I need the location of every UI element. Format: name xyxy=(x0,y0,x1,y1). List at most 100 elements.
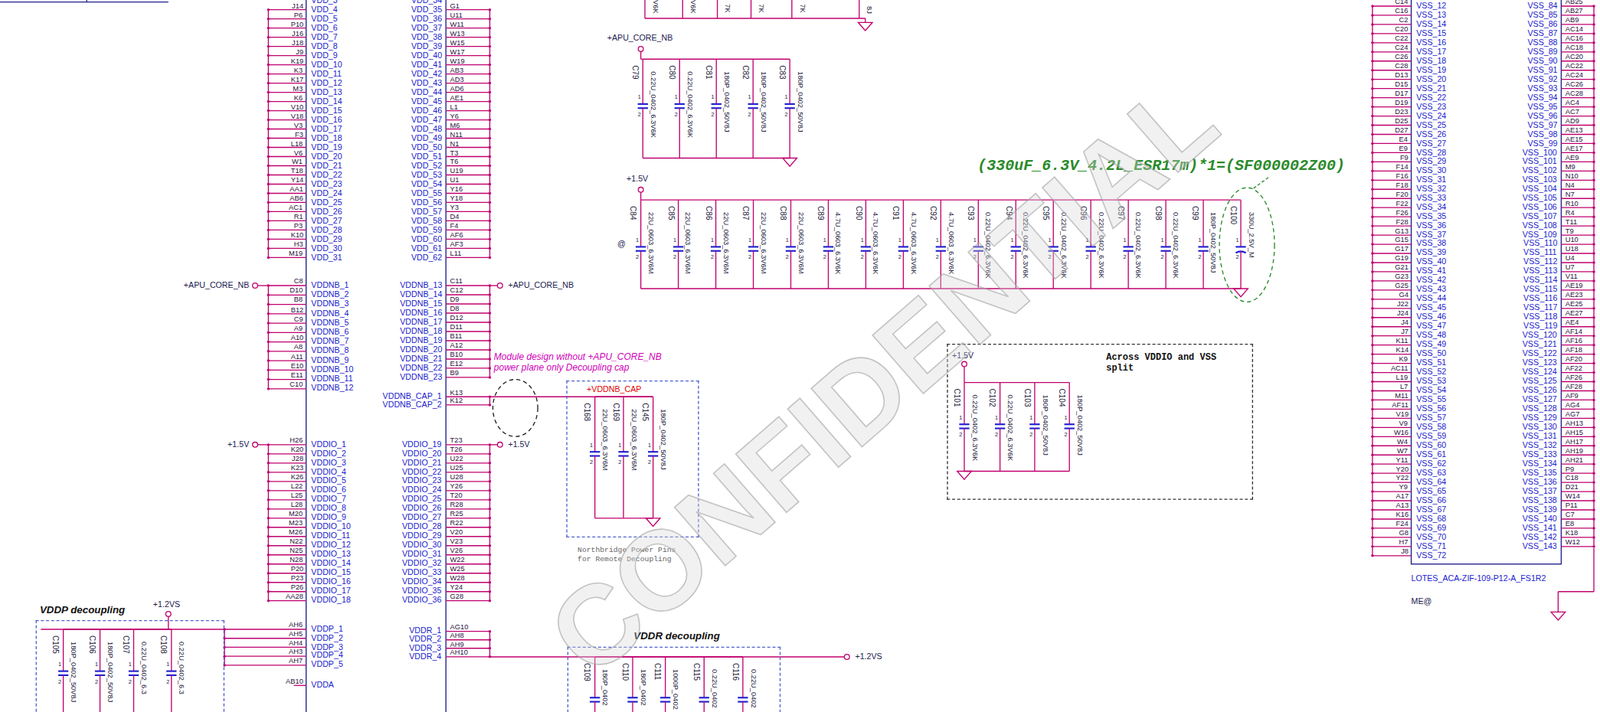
pin-name: VSS_111 xyxy=(1523,249,1557,259)
region-title: Across VDDIO and VSS split xyxy=(1105,353,1224,375)
pin-name: VDDNB_18 xyxy=(399,327,442,337)
pin-line xyxy=(1372,179,1412,181)
pin-number: E8 xyxy=(1565,520,1574,527)
pin-number: P26 xyxy=(291,583,305,591)
pin-name: VDD_26 xyxy=(310,207,342,216)
pin-line xyxy=(445,517,490,519)
cap-pin: 2 xyxy=(58,679,62,685)
pin-name: VSS_28 xyxy=(1416,148,1447,158)
pin-name: VDDIO_2 xyxy=(310,450,347,459)
pin-line xyxy=(1372,234,1412,236)
pin-number: B11 xyxy=(450,332,463,340)
pin-line xyxy=(445,303,490,305)
pin-number: M20 xyxy=(288,510,303,517)
pin-line xyxy=(268,572,306,574)
pin-number: T9 xyxy=(1565,226,1574,234)
pin-number: A11 xyxy=(291,352,304,360)
pin-line xyxy=(1560,472,1594,474)
pin-number: F20 xyxy=(1396,190,1409,198)
pin-line xyxy=(268,471,306,473)
pin-name: VDDIO_32 xyxy=(402,559,442,569)
pin-name: VSS_27 xyxy=(1416,139,1447,148)
pin-name: VSS_62 xyxy=(1416,460,1447,469)
cap-value: 1000P_0402 xyxy=(671,669,679,711)
cap-pin: 2 xyxy=(748,112,752,118)
pin-name: VSS_131 xyxy=(1522,432,1558,442)
pin-line xyxy=(1372,5,1412,7)
pin-line xyxy=(445,64,490,66)
pin-line xyxy=(1560,363,1594,364)
cap-lead xyxy=(682,0,684,19)
pin-number: AB27 xyxy=(1565,6,1584,14)
cap-plate xyxy=(627,696,638,699)
cap-value: 180P_0402_50V8J xyxy=(1076,395,1084,456)
pin-line xyxy=(1560,335,1594,337)
pin-name: VSS_17 xyxy=(1416,47,1447,56)
pin-name: VSS_53 xyxy=(1416,377,1447,387)
pin-number: G15 xyxy=(1394,235,1409,243)
pin-line xyxy=(268,18,306,20)
pin-name: VDDA xyxy=(310,681,334,691)
cap-pin: 1 xyxy=(823,237,827,243)
cap-lead xyxy=(865,199,867,247)
pin-line xyxy=(445,257,490,259)
pin-number: AC20 xyxy=(1565,52,1584,60)
pin-line xyxy=(1560,152,1594,154)
pin-line xyxy=(445,312,490,314)
cap-ref: C92 xyxy=(929,206,937,220)
pin-name: VSS_112 xyxy=(1523,258,1558,268)
cap-ref: C88 xyxy=(778,206,787,220)
pin-line xyxy=(268,582,306,583)
pin-number: AC24 xyxy=(1565,71,1584,79)
cap-ref: C81 xyxy=(704,65,713,79)
pin-name: VDDIO_9 xyxy=(310,513,347,523)
cap-pin: 2 xyxy=(1122,255,1126,261)
cap-lead xyxy=(752,199,754,247)
pin-line xyxy=(1560,88,1594,89)
pin-number: AD6 xyxy=(450,84,465,92)
pin-name: VDD_43 xyxy=(411,78,442,88)
cap-pin: 2 xyxy=(1197,255,1201,261)
pin-name: VDDIO_14 xyxy=(310,559,351,569)
pin-number: E9 xyxy=(1399,144,1408,152)
pin-number: E4 xyxy=(1399,135,1408,143)
pin-line xyxy=(1560,326,1594,328)
cap-bus xyxy=(642,58,790,60)
cap-ref: C100 xyxy=(1229,206,1237,225)
pin-name: VSS_65 xyxy=(1416,487,1447,497)
pin-number: AF3 xyxy=(450,240,464,248)
pin-number: Y20 xyxy=(1396,464,1410,472)
pin-name: VDDIO_26 xyxy=(402,504,442,514)
pin-line xyxy=(445,471,490,473)
pin-name: VSS_115 xyxy=(1523,286,1558,295)
pin-line xyxy=(1372,317,1412,318)
frame-line xyxy=(0,1,169,3)
pin-name: VSS_121 xyxy=(1522,340,1558,350)
pin-name: VSS_91 xyxy=(1527,65,1558,75)
cap-pin: 1 xyxy=(860,237,864,243)
pin-name: VDD_4 xyxy=(310,5,338,14)
cap-pin: 2 xyxy=(748,255,752,261)
cap-pin: 1 xyxy=(618,442,622,449)
pin-line xyxy=(1372,115,1412,117)
power-bus xyxy=(489,444,491,602)
pin-name: VDDNB_8 xyxy=(310,346,349,356)
pin-number: D10 xyxy=(289,287,303,295)
pin-name: VDD_10 xyxy=(310,60,342,69)
pin-line xyxy=(1372,280,1412,282)
pin-line xyxy=(1560,32,1594,34)
pin-line xyxy=(445,453,490,455)
pin-number: L7 xyxy=(1400,382,1408,390)
pin-number: D8 xyxy=(450,304,460,312)
pin-number: AF14 xyxy=(1565,327,1583,335)
cap-pin: 1 xyxy=(994,415,998,421)
cap-pin: 2 xyxy=(711,112,715,118)
cap-ref: C111 xyxy=(653,663,661,681)
pin-number: AC4 xyxy=(1565,98,1580,106)
pin-number: K23 xyxy=(291,464,305,472)
pin-number: N4 xyxy=(1565,181,1575,189)
pin-name: VSS_100 xyxy=(1522,148,1558,158)
pin-number: F9 xyxy=(1400,153,1409,161)
power-label: +1.5V xyxy=(227,441,249,450)
cap-ref: C108 xyxy=(160,635,168,655)
